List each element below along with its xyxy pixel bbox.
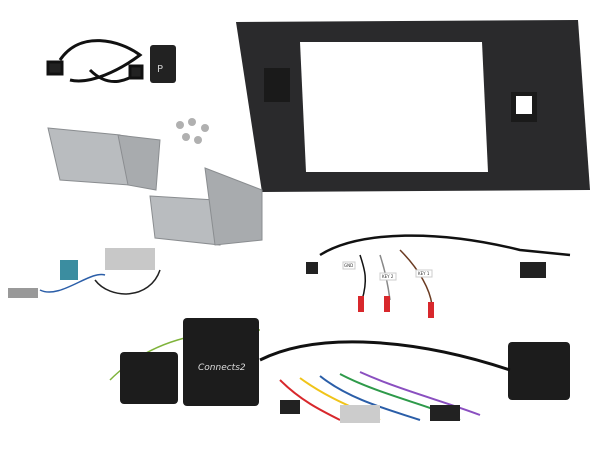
label-gnd (342, 261, 356, 270)
double-din-fascia (236, 20, 590, 192)
key2-label: KEY 2 (382, 274, 394, 279)
steering-lead: GND KEY 2 KEY 1 (306, 234, 571, 318)
key1-label: KEY 1 (418, 271, 430, 276)
gnd-label: GND (344, 263, 353, 268)
switch-button: P (150, 45, 176, 83)
mounting-brackets (47, 127, 263, 246)
harness-cable (46, 39, 144, 84)
module-logo: Connects2 (198, 363, 246, 373)
screws (176, 118, 209, 144)
switch-label: P (157, 64, 163, 75)
antenna-adapter (8, 248, 161, 298)
interface-modules: Connects2 (109, 318, 570, 423)
